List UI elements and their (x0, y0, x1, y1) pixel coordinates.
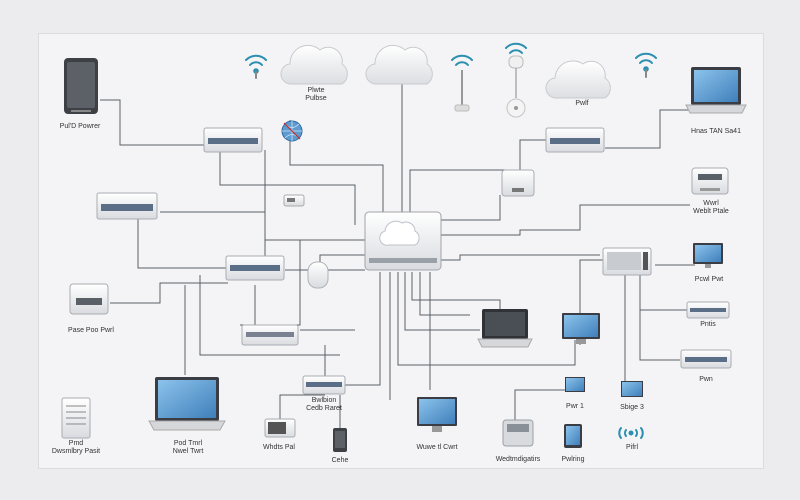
laptop-tr-label: Hnas TAN Sa41 (676, 128, 756, 136)
connection-lines (100, 84, 695, 428)
monitor-bs-label: Pwr 1 (555, 403, 595, 411)
laptop-icon (685, 67, 747, 114)
tablet-label: Pwlring (550, 456, 596, 464)
label-line: Cehe (331, 457, 349, 464)
label-line: Pwr 1 (566, 403, 584, 410)
printer-r-label: Wwrl Weblt Ptale (684, 200, 738, 216)
printer-l-label: Pase Poo Pwrl (56, 327, 126, 335)
wifi-icon (635, 52, 657, 78)
cloud-c-icon (545, 60, 611, 99)
router-top-left (203, 127, 263, 153)
core-router-hub (364, 211, 442, 271)
label-line: Wuwe tl Cwrt (416, 444, 458, 451)
label-line: Plwte (307, 87, 325, 94)
label-line: Pase Poo Pwrl (68, 327, 114, 334)
device-small-label: Whdts Pal (254, 444, 304, 452)
monitor-bc-label: Wuwe tl Cwrt (404, 444, 470, 452)
smartphone-icon (64, 58, 98, 114)
cloud-a-label: Plwte Pulbse (296, 87, 336, 103)
server-unit (602, 247, 652, 276)
switch-right-3 (680, 349, 732, 369)
switch-r3-label: Pwn (686, 376, 726, 384)
network-box (501, 169, 535, 197)
small-device (264, 418, 296, 438)
printer-icon (691, 167, 729, 195)
phone-bc-label: Cehe (320, 457, 360, 465)
monitor-icon (621, 381, 643, 397)
phone-bank-label: Wedtmdigatirs (486, 456, 550, 464)
router-top-right (545, 127, 605, 153)
switch-c-label: Bwlbion Cedb Raret (298, 397, 350, 413)
label-line: Bwlbion (311, 397, 337, 404)
label-line: Cedb Raret (306, 405, 342, 412)
nas-storage-icon (61, 397, 91, 439)
label-line: Pcwl Pwt (694, 276, 724, 283)
wifi-br-label: Pifrl (612, 444, 652, 452)
label-line: Pntis (700, 321, 716, 328)
label-line: Pwlring (561, 456, 585, 463)
label-line: Hnas TAN Sa41 (691, 128, 741, 135)
monitor-icon (693, 243, 723, 268)
cloud-a-icon (280, 44, 348, 85)
globe-icon (281, 120, 303, 142)
label-line: Nwel Twrt (172, 448, 204, 455)
label-line: Wedtmdigatirs (495, 456, 541, 463)
desk-phone-icon (502, 419, 534, 447)
phone-label: Pul'D Powrer (40, 123, 120, 131)
label-line: Pmd (68, 440, 84, 447)
monitor-r-label: Pcwl Pwt (684, 276, 734, 284)
label-line: Pwlf (575, 100, 589, 107)
label-line: Weblt Ptale (693, 208, 729, 215)
tablet-icon (564, 424, 582, 448)
label-line: Pifrl (625, 444, 639, 451)
label-line: Pul'D Powrer (59, 123, 101, 130)
laptop-icon (477, 309, 533, 348)
small-module (283, 194, 305, 207)
smartphone-icon (333, 428, 347, 452)
switch-r2-label: Pntis (688, 321, 728, 329)
mouse-icon (307, 261, 329, 289)
label-line: Wwrl (703, 200, 719, 207)
label-line: Whdts Pal (263, 444, 295, 451)
laptop-bl-label: Pod Tmrl Nwel Twrt (156, 440, 220, 456)
label-line: Dwsmlbry Pasit (51, 448, 101, 455)
monitor-bs2-label: Sbige 3 (612, 404, 652, 412)
cloud-b-icon (365, 44, 433, 85)
nas-label: Pmd Dwsmlbry Pasit (42, 440, 110, 456)
laptop-icon (148, 377, 226, 431)
cloud-c-label: Pwlf (562, 100, 602, 108)
wifi-antenna-icon (451, 54, 473, 112)
label-line: Sbige 3 (620, 404, 644, 411)
switch-mid-left (225, 255, 285, 281)
wifi-access-point-icon (505, 42, 527, 118)
switch-center-bottom (302, 375, 346, 395)
monitor-icon (562, 313, 600, 344)
printer-icon (69, 283, 109, 315)
monitor-icon (565, 377, 585, 392)
router-left (96, 192, 158, 220)
patch-panel (241, 324, 299, 346)
wifi-icon (245, 54, 267, 79)
label-line: Pulbse (305, 95, 327, 102)
switch-right-2 (686, 301, 730, 319)
label-line: Pod Tmrl (173, 440, 203, 447)
label-line: Pwn (699, 376, 713, 383)
wifi-signal-icon (618, 427, 644, 439)
monitor-icon (417, 397, 457, 432)
